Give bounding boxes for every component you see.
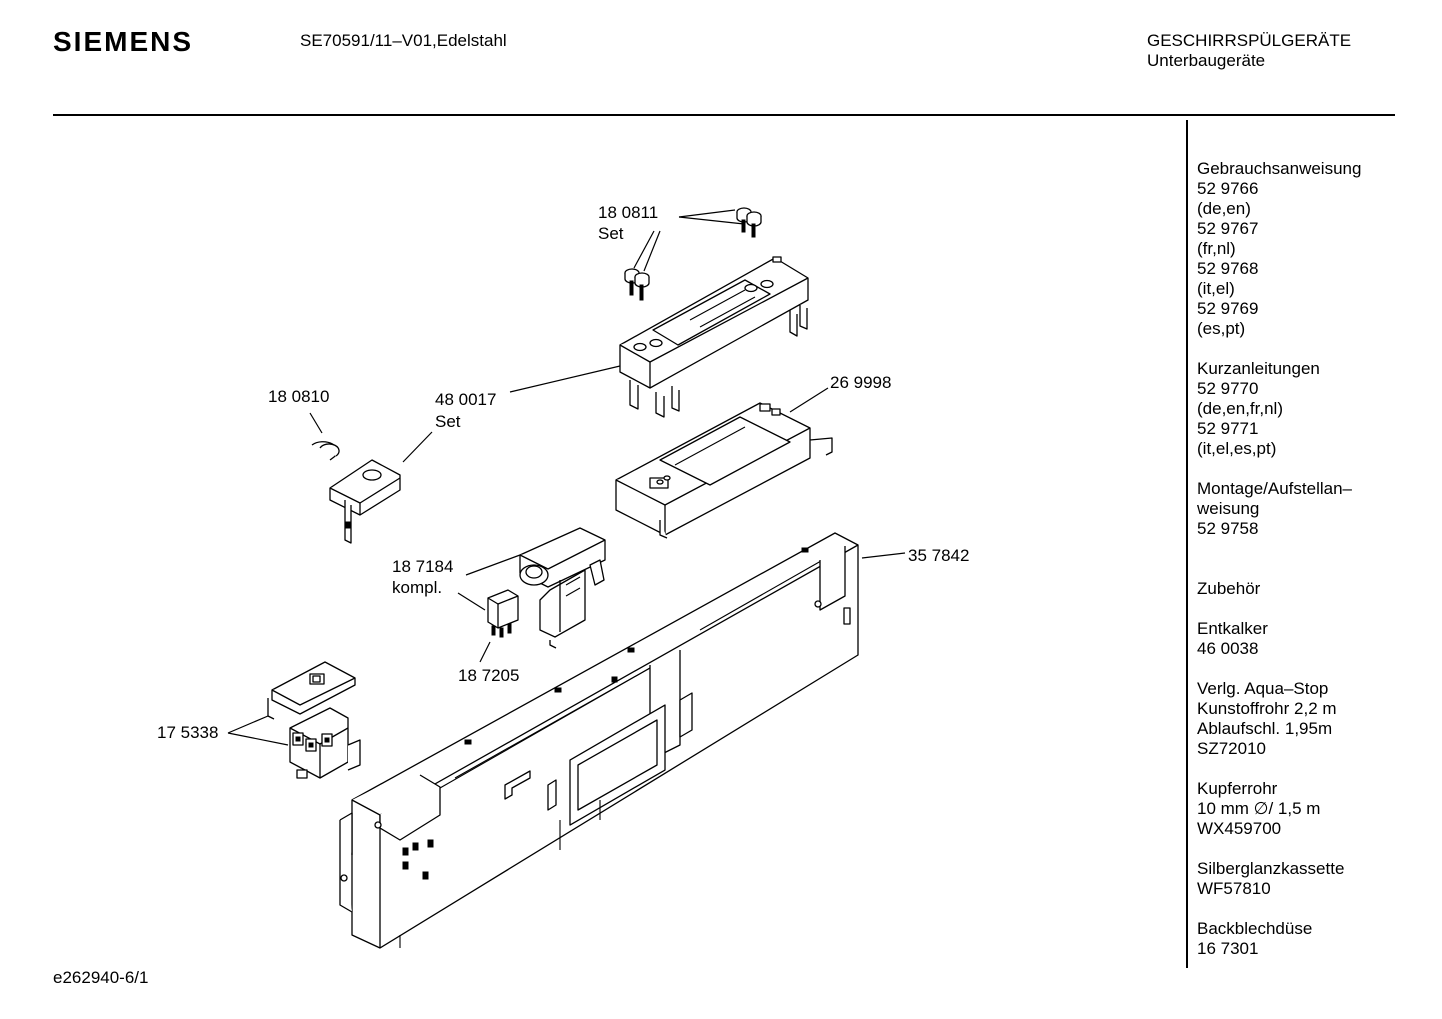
- sidebar-group-title: Kupferrohr: [1197, 779, 1278, 798]
- model-number: SE70591/11–V01,Edelstahl: [300, 31, 507, 50]
- leader-line: [678, 209, 736, 218]
- part-180810-bracket[interactable]: [311, 441, 401, 544]
- sidebar-group-line: 52 9768: [1197, 259, 1259, 278]
- sidebar-group-line: (es,pt): [1197, 319, 1246, 338]
- sidebar-group-line: (de,en,fr,nl): [1197, 399, 1283, 418]
- leader-line: [789, 387, 829, 413]
- part-180811-screws[interactable]: [624, 207, 762, 301]
- label-180811: 18 0811: [598, 203, 658, 222]
- sidebar-group-line: weisung: [1197, 499, 1260, 518]
- sidebar-group-title: Verlg. Aqua–Stop: [1197, 679, 1329, 698]
- sidebar-group-line: SZ72010: [1197, 739, 1266, 758]
- sidebar-group-line: 52 9769: [1197, 299, 1259, 318]
- leader-line: [227, 732, 289, 746]
- leader-line: [227, 715, 269, 734]
- leader-line: [643, 230, 661, 272]
- sidebar-group-line: 16 7301: [1197, 939, 1259, 958]
- sidebar-group: Zubehör: [1197, 579, 1437, 599]
- header-divider: [53, 114, 1395, 116]
- sidebar-divider: [1186, 120, 1188, 968]
- leader-line: [465, 554, 521, 576]
- sidebar-group-title: Entkalker: [1197, 619, 1268, 638]
- leader-line: [861, 552, 906, 559]
- sidebar-group-line: 10 mm ∅/ 1,5 m: [1197, 799, 1321, 818]
- sidebar-group-line: WF57810: [1197, 879, 1271, 898]
- part-269998-electronic-module[interactable]: [615, 402, 833, 539]
- part-480017-display-cover[interactable]: [619, 256, 809, 418]
- sidebar-group-line: (fr,nl): [1197, 239, 1236, 258]
- leader-line: [678, 216, 745, 225]
- sidebar-group-line: 52 9770: [1197, 379, 1259, 398]
- drawing-code: e262940-6/1: [53, 968, 149, 987]
- leader-line: [633, 230, 655, 269]
- sidebar-group-line: Kunstoffrohr 2,2 m: [1197, 699, 1337, 718]
- sidebar-group-line: (it,el): [1197, 279, 1235, 298]
- sidebar-group-line: (de,en): [1197, 199, 1251, 218]
- label-269998: 26 9998: [830, 373, 891, 392]
- label-175338: 17 5338: [157, 723, 218, 742]
- label-187184: 18 7184: [392, 557, 453, 576]
- label-480017-set: Set: [435, 412, 461, 431]
- sidebar-group-line: 52 9767: [1197, 219, 1259, 238]
- leader-line: [457, 592, 486, 611]
- sidebar-group-line: (it,el,es,pt): [1197, 439, 1277, 458]
- label-480017: 48 0017: [435, 390, 496, 409]
- leader-line: [309, 412, 323, 434]
- leader-line: [479, 641, 491, 663]
- category-title: GESCHIRRSPÜLGERÄTE: [1147, 31, 1352, 50]
- sidebar-group-line: 46 0038: [1197, 639, 1259, 658]
- sidebar-group-title: Silberglanzkassette: [1197, 859, 1345, 878]
- label-187205: 18 7205: [458, 666, 519, 685]
- sidebar-group-line: 52 9766: [1197, 179, 1259, 198]
- sidebar-group-line: WX459700: [1197, 819, 1282, 838]
- part-187205-microswitch[interactable]: [487, 589, 519, 638]
- sidebar-group-title: Montage/Aufstellan–: [1197, 479, 1352, 498]
- brand-logo: SIEMENS: [53, 26, 194, 57]
- part-357842-control-panel-housing[interactable]: [339, 532, 859, 949]
- sidebar-group-title: Gebrauchsanweisung: [1197, 159, 1362, 178]
- parts-diagram: 18 0811 Set 48 0017 Set 26: [157, 203, 969, 949]
- leader-line: [509, 365, 621, 393]
- category-subtitle: Unterbaugeräte: [1147, 51, 1266, 70]
- sidebar-group-line: Ablaufschl. 1,95m: [1197, 719, 1333, 738]
- label-187184-kompl: kompl.: [392, 578, 442, 597]
- appliance-category: GESCHIRRSPÜLGERÄTE Unterbaugeräte: [1147, 31, 1351, 71]
- sidebar-group-title: Kurzanleitungen: [1197, 359, 1320, 378]
- sidebar-group-line: 52 9771: [1197, 419, 1259, 438]
- label-357842: 35 7842: [908, 546, 969, 565]
- label-180810: 18 0810: [268, 387, 329, 406]
- sidebar-group-line: 52 9758: [1197, 519, 1259, 538]
- label-180811-set: Set: [598, 224, 624, 243]
- part-187184-main-switch[interactable]: [519, 527, 606, 649]
- leader-line: [402, 431, 433, 463]
- sidebar-group-title: Zubehör: [1197, 579, 1261, 598]
- sidebar-group-title: Backblechdüse: [1197, 919, 1313, 938]
- part-175338-terminal-block[interactable]: [267, 661, 361, 779]
